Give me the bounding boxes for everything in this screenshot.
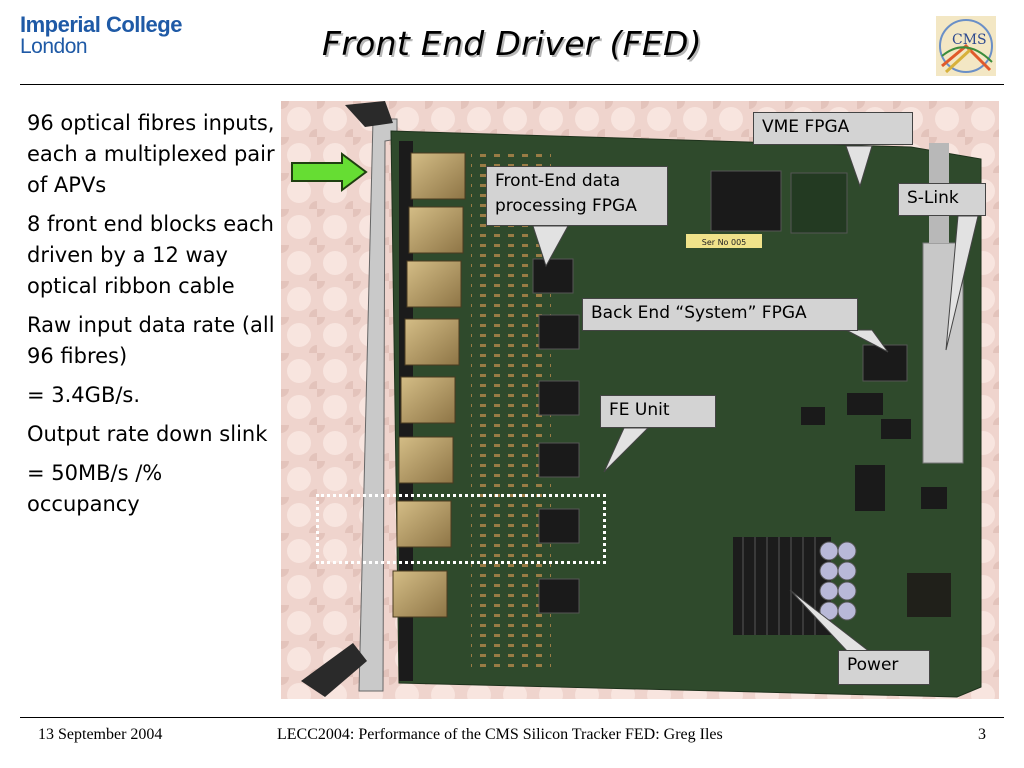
imperial-college-logo: Imperial College London: [20, 14, 182, 58]
footer-date: 13 September 2004: [38, 726, 163, 743]
footer-page-number: 3: [978, 726, 986, 743]
bullet-item: Raw input data rate (all 96 fibres): [27, 313, 275, 368]
callout-fe-unit: FE Unit: [600, 395, 716, 428]
callout-back-end-fpga: Back End “System” FPGA: [582, 298, 858, 331]
callout-power: Power: [838, 650, 930, 685]
serial-label: Ser No 005: [702, 238, 747, 247]
cms-logo-text: CMS: [952, 32, 987, 48]
bullet-item: 8 front end blocks each driven by a 12 w…: [27, 212, 274, 298]
footer-conference: LECC2004: Performance of the CMS Silicon…: [277, 726, 723, 743]
logo-line-1: Imperial College: [20, 12, 182, 37]
fe-unit-highlight: [316, 494, 606, 564]
bullet-item: 96 optical fibres inputs, each a multipl…: [27, 111, 275, 197]
bullet-item: = 50MB/s /% occupancy: [27, 461, 163, 516]
cms-logo-icon: CMS: [936, 16, 996, 76]
input-arrow-icon: [291, 152, 368, 192]
callout-s-link: S-Link: [898, 183, 986, 216]
bullet-item: Output rate down slink: [27, 422, 268, 446]
callout-front-end-fpga: Front-End data processing FPGA: [486, 166, 668, 226]
logo-line-2: London: [20, 35, 88, 58]
slide-title: Front End Driver (FED): [322, 24, 702, 63]
title-divider: [20, 84, 1004, 85]
bullet-item: = 3.4GB/s.: [27, 383, 141, 407]
footer-divider: [20, 717, 1004, 718]
bullet-list: 96 optical fibres inputs, each a multipl…: [27, 108, 277, 528]
callout-vme-fpga: VME FPGA: [753, 112, 913, 145]
